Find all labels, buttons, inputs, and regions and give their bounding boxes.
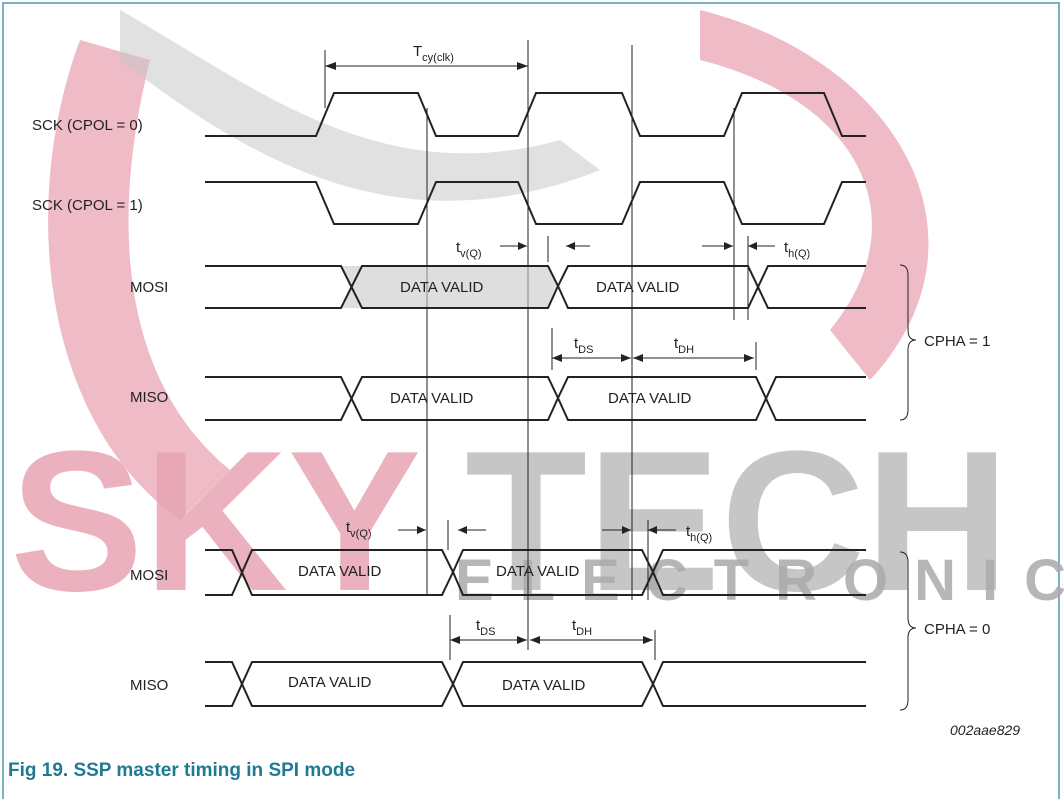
mosi-cpha1-label: MOSI xyxy=(130,279,168,296)
figure-id: 002aae829 xyxy=(950,722,1021,738)
cpha0-tv-th: tv(Q) th(Q) xyxy=(346,519,712,600)
miso-cpha0-data2: DATA VALID xyxy=(502,677,586,694)
cpha1-brace: CPHA = 1 xyxy=(899,264,990,421)
svg-text:tDS: tDS xyxy=(574,335,593,356)
cpha1-tds-tdh: tDS tDH xyxy=(551,328,757,370)
watermark-subtext: ELECTRONIC xyxy=(455,548,1064,613)
tcy-annotation: Tcy(clk) xyxy=(325,43,528,70)
reference-lines xyxy=(324,40,735,650)
miso-cpha0-data1: DATA VALID xyxy=(288,674,372,691)
mosi-cpha1-data2: DATA VALID xyxy=(596,279,680,296)
svg-text:tDH: tDH xyxy=(674,335,694,356)
sck-cpol1-label: SCK (CPOL = 1) xyxy=(32,197,143,214)
mosi-cpha1-wave: DATA VALID DATA VALID xyxy=(205,265,866,309)
sck-cpol1-wave xyxy=(205,181,866,225)
miso-cpha1-wave: DATA VALID DATA VALID xyxy=(205,376,866,421)
svg-text:Tcy(clk): Tcy(clk) xyxy=(413,43,454,64)
cpha0-brace: CPHA = 0 xyxy=(899,551,990,711)
mosi-cpha0-data1: DATA VALID xyxy=(298,563,382,580)
cpha1-label: CPHA = 1 xyxy=(924,333,990,350)
miso-cpha0-label: MISO xyxy=(130,677,168,694)
mosi-cpha0-data2: DATA VALID xyxy=(496,563,580,580)
cpha0-tds-tdh: tDS tDH xyxy=(449,615,656,660)
svg-text:tv(Q): tv(Q) xyxy=(456,239,482,260)
miso-cpha1-label: MISO xyxy=(130,389,168,406)
svg-text:tDH: tDH xyxy=(572,617,592,638)
mosi-cpha1-data1: DATA VALID xyxy=(400,279,484,296)
miso-cpha0-wave: DATA VALID DATA VALID xyxy=(205,661,866,707)
figure-caption: Fig 19. SSP master timing in SPI mode xyxy=(8,760,356,781)
svg-text:tv(Q): tv(Q) xyxy=(346,519,372,540)
watermark-logo: SKY TECH ELECTRONIC xyxy=(10,10,1064,633)
mosi-cpha0-wave: DATA VALID DATA VALID xyxy=(205,549,866,596)
cpha1-tv-th: tv(Q) th(Q) xyxy=(456,236,810,320)
sck-cpol0-wave xyxy=(205,92,866,137)
miso-cpha1-data2: DATA VALID xyxy=(608,390,692,407)
watermark-logo-text: SKY xyxy=(10,410,421,633)
mosi-cpha0-label: MOSI xyxy=(130,567,168,584)
sck-cpol0-label: SCK (CPOL = 0) xyxy=(32,117,143,134)
svg-text:tDS: tDS xyxy=(476,617,495,638)
cpha0-label: CPHA = 0 xyxy=(924,621,990,638)
svg-text:th(Q): th(Q) xyxy=(784,239,810,260)
miso-cpha1-data1: DATA VALID xyxy=(390,390,474,407)
svg-text:th(Q): th(Q) xyxy=(686,523,712,544)
